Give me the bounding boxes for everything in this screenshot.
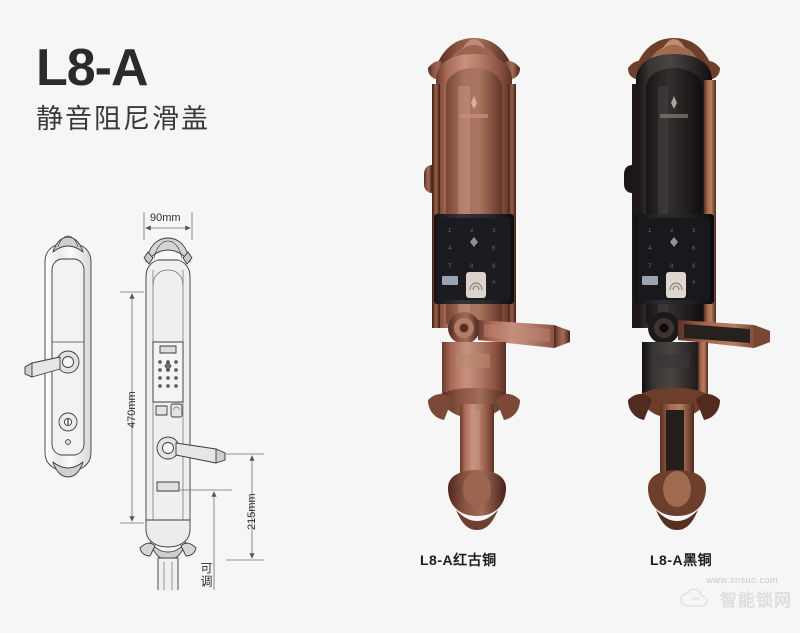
brand-emblem-1 [460,96,488,118]
svg-text:2: 2 [670,228,674,234]
svg-text:6: 6 [692,246,696,252]
dimension-label-470mm: 470mm [126,391,138,428]
pull-bar-1 [448,404,506,530]
brand-emblem-2 [660,96,688,118]
svg-text:7: 7 [648,264,652,270]
svg-text:8: 8 [670,264,674,270]
technical-drawing: 90mm 470mm 215mm 可调 [20,190,290,633]
dimension-215mm [226,453,264,561]
dimension-drawing-svg [24,212,264,633]
product-photo-red-antique-copper: 1 2 3 4 6 7 8 9 * 0 # [398,28,578,568]
side-latch-1 [424,165,432,193]
dimension-90mm [143,212,193,240]
product-caption-2: L8-A黑铜 [650,552,713,568]
side-latch-2 [624,165,632,193]
svg-text:#: # [492,280,496,286]
svg-text:3: 3 [692,228,696,234]
svg-text:1: 1 [448,228,452,234]
svg-text:2: 2 [470,228,474,234]
drawing-exterior-panel [139,237,226,561]
product-photo-black-copper: 1 2 3 4 6 7 8 9 * 0 # [598,28,778,568]
watermark: 智能锁网 [680,586,792,611]
watermark-url: www.znsuo.com [706,575,778,585]
pull-bar-2 [648,404,706,530]
lock-render-1: 1 2 3 4 6 7 8 9 * 0 # [424,38,570,530]
svg-text:9: 9 [692,264,696,270]
dimension-label-215mm: 215mm [246,493,258,530]
keypad-module-1: 1 2 3 4 6 7 8 9 * 0 # [434,214,514,304]
dimension-label-adjustable: 可调 [199,562,213,588]
svg-text:4: 4 [448,246,452,252]
page-title: L8-A [36,39,149,97]
watermark-text: 智能锁网 [720,591,792,610]
drawing-interior-panel [24,235,92,478]
heading-block: L8-A 静音阻尼滑盖 [36,42,210,133]
page-subtitle: 静音阻尼滑盖 [36,104,210,134]
svg-text:#: # [692,280,696,286]
handle-assembly-2 [648,312,770,348]
handle-assembly-1 [448,312,570,348]
svg-text:6: 6 [492,246,496,252]
svg-text:3: 3 [492,228,496,234]
svg-text:9: 9 [492,264,496,270]
cloud-icon [680,587,708,607]
lock-render-2: 1 2 3 4 6 7 8 9 * 0 # [624,38,770,530]
product-caption-1: L8-A红古铜 [420,552,497,568]
svg-text:4: 4 [648,246,652,252]
svg-text:1: 1 [648,228,652,234]
svg-text:7: 7 [448,264,452,270]
dimension-label-90mm: 90mm [150,212,181,224]
dimension-470mm [120,291,144,524]
drawing-pull-bar [150,557,186,633]
svg-text:8: 8 [470,264,474,270]
dimension-adjustable [180,489,232,633]
keypad-module-2: 1 2 3 4 6 7 8 9 * 0 # [634,214,714,304]
